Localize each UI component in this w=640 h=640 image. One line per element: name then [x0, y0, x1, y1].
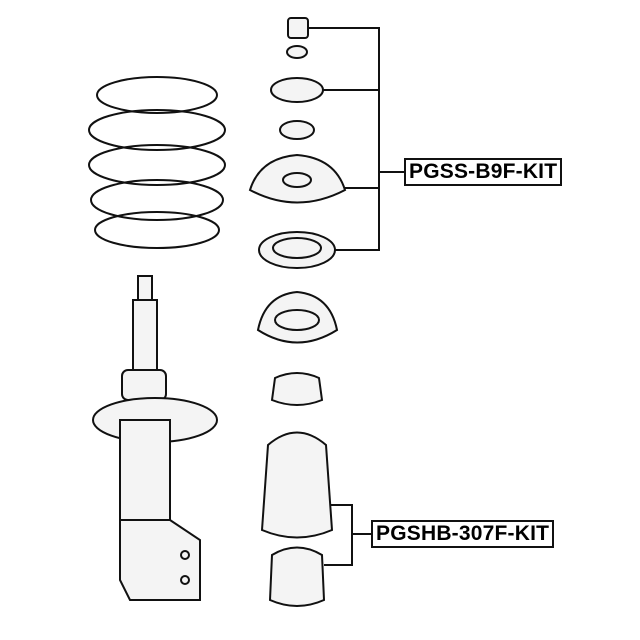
bushing — [287, 17, 309, 39]
washer — [270, 77, 324, 103]
dust-boot — [260, 431, 334, 539]
upper-kit-part-number: PGSS-B9F-KIT — [404, 158, 563, 186]
shock-absorber-strut — [92, 275, 218, 601]
strut-mount — [248, 153, 347, 204]
bump-stop-cap — [270, 372, 324, 406]
bushing-small — [279, 120, 315, 140]
bump-stop — [268, 546, 326, 607]
nut — [286, 45, 308, 59]
lower-kit-part-number: PGSHB-307F-KIT — [371, 520, 555, 548]
leader-lines — [308, 27, 404, 566]
coil-spring — [88, 76, 226, 249]
mount-parts — [248, 17, 347, 607]
spring-seat — [256, 290, 339, 344]
